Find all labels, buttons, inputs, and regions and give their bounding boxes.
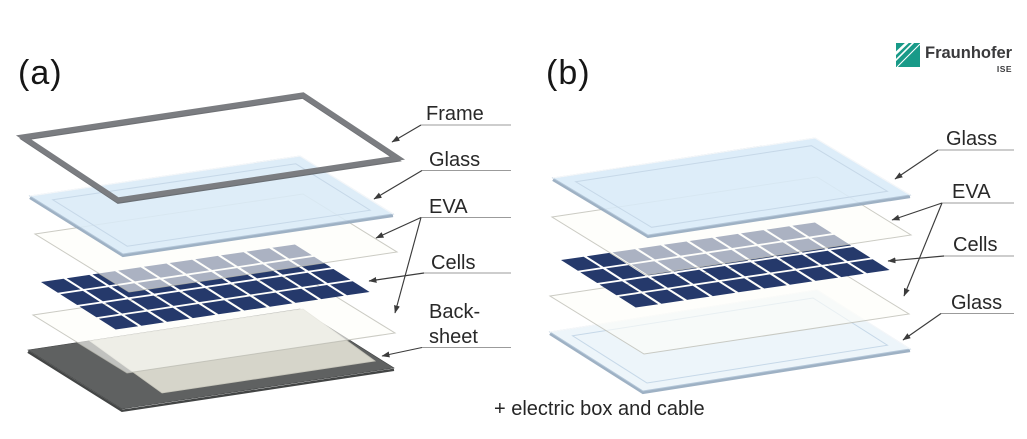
solar-cell bbox=[304, 285, 344, 300]
solar-cell bbox=[753, 258, 794, 273]
fraunhofer-logo: Fraunhofer ISE bbox=[896, 43, 1012, 73]
diagram-a-layer-frame bbox=[15, 92, 406, 204]
fraunhofer-logo-text: Fraunhofer ISE bbox=[925, 43, 1012, 73]
solar-cell bbox=[805, 250, 845, 265]
solar-cell bbox=[156, 291, 197, 306]
annotation-frame: Frame bbox=[391, 103, 511, 143]
solar-cell bbox=[747, 274, 787, 289]
layer-label-cells: Cells bbox=[431, 252, 475, 274]
solar-cell bbox=[728, 262, 768, 277]
leader-line bbox=[381, 346, 423, 358]
solar-cell bbox=[599, 281, 640, 296]
solar-cell bbox=[650, 273, 691, 288]
solar-cell bbox=[233, 280, 274, 295]
diagram-a-layer-glass bbox=[28, 155, 395, 258]
solar-cell bbox=[721, 278, 762, 293]
solar-cell bbox=[824, 263, 864, 278]
solar-cell bbox=[79, 303, 120, 318]
solar-cell bbox=[285, 272, 325, 287]
layer-label-backsheet: sheet bbox=[429, 326, 478, 348]
solar-cell bbox=[676, 269, 717, 284]
solar-cell bbox=[182, 288, 222, 303]
solar-cell bbox=[670, 285, 710, 300]
leader-line bbox=[375, 216, 422, 239]
solar-cell bbox=[606, 265, 646, 280]
solar-cell bbox=[278, 288, 319, 303]
leader-line bbox=[903, 202, 943, 297]
layer-label-frame: Frame bbox=[426, 103, 484, 125]
solar-cell bbox=[850, 259, 890, 274]
leader-line bbox=[891, 202, 943, 221]
solar-cell bbox=[310, 269, 351, 284]
solar-cell bbox=[105, 299, 145, 314]
solar-cell bbox=[586, 252, 627, 267]
solar-cell bbox=[201, 300, 242, 315]
solar-cell bbox=[773, 270, 813, 285]
solar-cell bbox=[580, 268, 620, 283]
annotation-cells: Cells bbox=[887, 234, 1014, 264]
solar-cell bbox=[86, 287, 126, 302]
annotation-eva: EVA bbox=[891, 181, 1014, 297]
solar-cell bbox=[618, 293, 659, 308]
leader-line bbox=[373, 170, 423, 200]
solar-cell bbox=[798, 266, 839, 281]
annotation-glass-top: Glass bbox=[894, 128, 1014, 180]
solar-cell bbox=[644, 289, 684, 304]
panel-b-label: (b) bbox=[546, 54, 591, 92]
annotation-cells: Cells bbox=[368, 252, 511, 283]
solar-cell bbox=[150, 307, 190, 322]
layer-label-backsheet: Back- bbox=[429, 301, 480, 323]
layer-label-glass-top: Glass bbox=[946, 128, 997, 150]
solar-cell bbox=[330, 281, 370, 296]
annotation-backsheet: Back-sheet bbox=[381, 301, 511, 358]
annotation-eva: EVA bbox=[375, 196, 511, 314]
layer-label-cells: Cells bbox=[953, 234, 997, 256]
panel-a-label: (a) bbox=[18, 54, 63, 92]
leader-line bbox=[391, 124, 422, 143]
solar-cell bbox=[98, 315, 139, 330]
solar-cell bbox=[702, 266, 742, 281]
solar-cell bbox=[41, 278, 81, 293]
solar-cell bbox=[130, 295, 171, 310]
solar-cell bbox=[253, 292, 293, 307]
layer-label-eva: EVA bbox=[429, 196, 468, 218]
solar-cell bbox=[124, 311, 164, 326]
solar-cell bbox=[66, 274, 107, 289]
leader-line bbox=[894, 149, 939, 180]
annotation-glass: Glass bbox=[373, 149, 511, 200]
solar-cell bbox=[830, 247, 871, 262]
logo-brand: Fraunhofer bbox=[925, 44, 1013, 62]
leader-line bbox=[902, 313, 942, 341]
layer-label-glass: Glass bbox=[429, 149, 480, 171]
layer-label-eva: EVA bbox=[952, 181, 991, 203]
footer-note: + electric box and cable bbox=[494, 398, 705, 420]
solar-cell bbox=[561, 256, 601, 271]
fraunhofer-emblem-icon bbox=[896, 43, 920, 67]
solar-cell bbox=[259, 276, 299, 291]
solar-cell bbox=[60, 290, 100, 305]
logo-institute: ISE bbox=[996, 63, 1013, 74]
leader-line bbox=[368, 272, 425, 283]
leader-line bbox=[887, 255, 945, 264]
diagram-b-layer-glass-top bbox=[551, 137, 912, 239]
solar-cell bbox=[779, 254, 819, 269]
solar-cell bbox=[208, 284, 248, 299]
layer-label-glass-bottom: Glass bbox=[951, 292, 1002, 314]
solar-cell bbox=[695, 282, 736, 297]
solar-cell bbox=[227, 296, 267, 311]
solar-cell bbox=[625, 277, 665, 292]
solar-cell bbox=[175, 304, 216, 319]
annotation-glass-bottom: Glass bbox=[902, 292, 1014, 341]
leader-line bbox=[394, 217, 422, 314]
